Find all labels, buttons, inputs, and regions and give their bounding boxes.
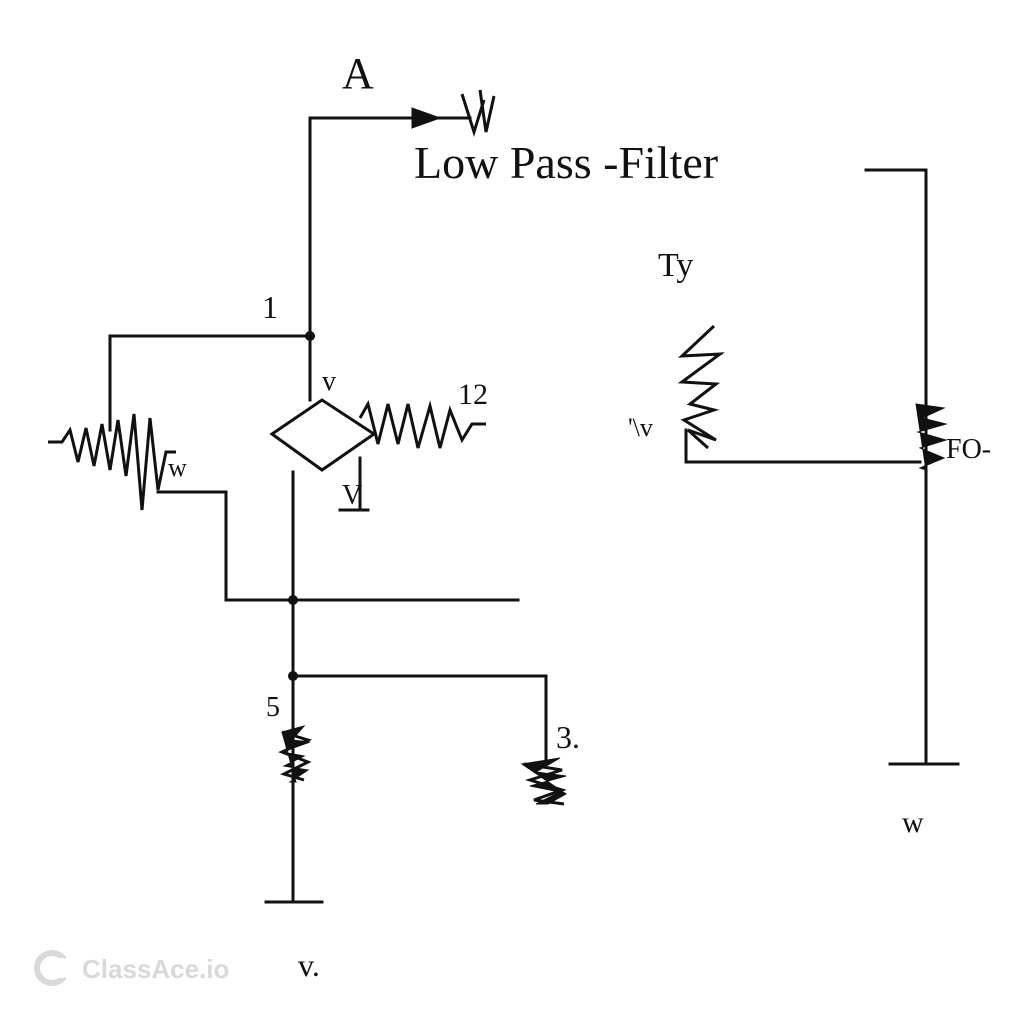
label-fo: FO- [946, 434, 991, 465]
label-v-below-diamond: V [342, 480, 362, 511]
watermark-text: ClassAce.io [82, 954, 229, 984]
resistor-12 [358, 400, 486, 449]
label-v-bottom: v. [298, 947, 320, 983]
left-branch-wire [108, 334, 312, 432]
diagram-title: Low Pass -Filter [414, 137, 718, 188]
classace-logo-icon [34, 950, 70, 986]
right-tall-wire [864, 168, 960, 766]
diamond-lower-lead [338, 456, 370, 512]
top-right-v-symbol [460, 89, 496, 138]
label-v-right: '\v [628, 413, 653, 442]
label-ty: Ty [658, 247, 693, 284]
label-3: 3. [556, 719, 580, 755]
resistor-5 [278, 725, 313, 783]
right-zig-component [677, 324, 922, 464]
label-12: 12 [458, 378, 488, 411]
label-a: A [342, 49, 374, 98]
left-resistor [48, 413, 176, 511]
label-w-bottom: w [902, 806, 924, 839]
label-w-left: w [168, 453, 187, 482]
label-v-diamond: v [322, 366, 336, 397]
left-to-bus-wire [156, 490, 520, 602]
label-5: 5 [266, 692, 280, 723]
junction-node-bus [288, 595, 298, 605]
label-1: 1 [262, 289, 278, 325]
watermark: ClassAce.io [34, 950, 229, 986]
top-wire-arrow [308, 107, 472, 338]
branch-to-component-3 [291, 674, 548, 762]
right-resistor [915, 403, 948, 471]
resistor-3 [520, 757, 567, 806]
